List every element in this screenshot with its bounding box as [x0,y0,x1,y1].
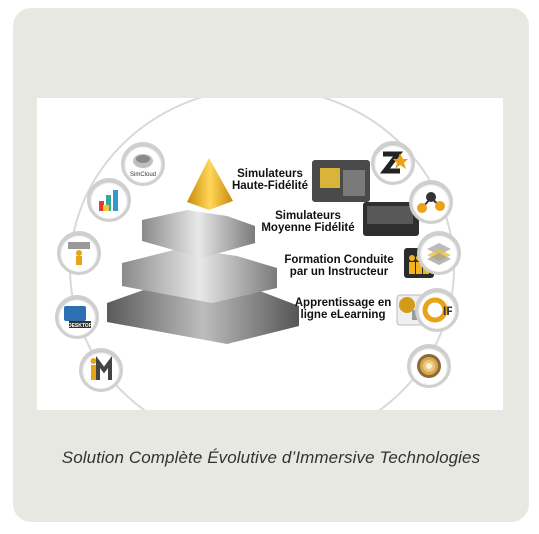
pyramid-layer-4 [107,278,299,344]
cip-label: IP [443,304,452,318]
simcloud-label: SimCloud [130,172,156,178]
zk-logo-icon [371,141,415,185]
im-logo-icon [79,348,123,392]
bar-chart-icon [87,178,131,222]
pyramid-layer-1 [187,158,233,210]
simcloud-icon: SimCloud [121,142,165,186]
cip-logo-icon: IP [415,288,459,332]
rings-icon [407,344,451,388]
network-nodes-icon [409,180,453,224]
pyramid [107,158,299,344]
pyramid-layer-3 [122,248,277,303]
presenter-icon [57,231,101,275]
figure-caption: Solution Complète Évolutive d’Immersive … [61,448,481,467]
layers-stack-icon [417,231,461,275]
desktop-label: DESKTOP [68,323,93,329]
pyramid-layer-2 [142,210,255,258]
desktop-icon: DESKTOP [55,295,99,339]
